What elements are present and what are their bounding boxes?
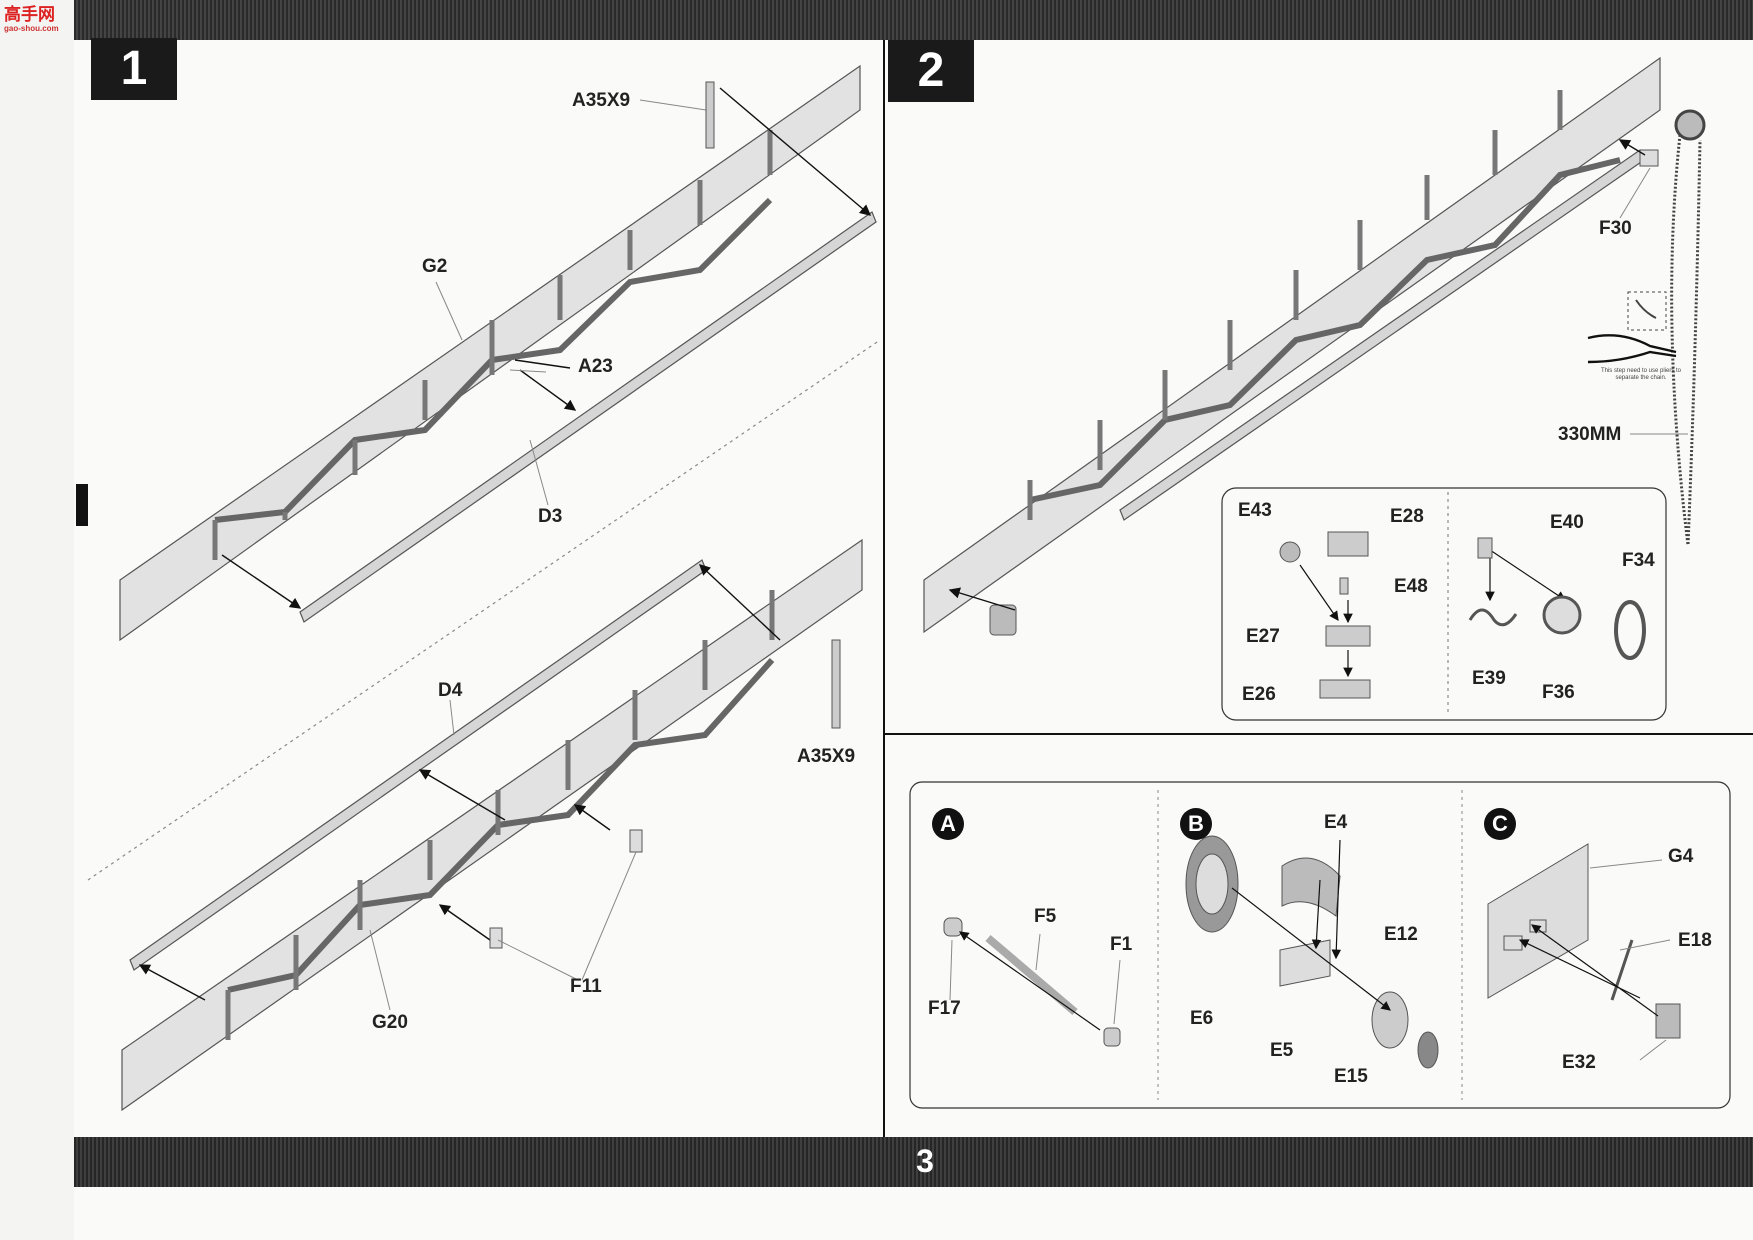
label-a35x9-top: A35X9 [572, 90, 631, 111]
label-e28: E28 [1390, 506, 1424, 527]
label-e39: E39 [1472, 668, 1506, 689]
subassembly-a-parts [943, 917, 1121, 1047]
label-e5: E5 [1270, 1040, 1294, 1061]
label-e18: E18 [1678, 930, 1712, 951]
label-a23: A23 [578, 356, 613, 377]
label-e32: E32 [1562, 1052, 1596, 1073]
subassembly-b-parts [1185, 835, 1439, 1069]
dotted-separator [87, 339, 881, 881]
label-330mm: 330MM [1558, 424, 1622, 445]
label-e27: E27 [1246, 626, 1280, 647]
step1-upper-struts [212, 130, 773, 560]
label-e40: E40 [1550, 512, 1584, 533]
subassembly-c-badge: C [1484, 808, 1516, 840]
label-e48: E48 [1394, 576, 1428, 597]
step-1-badge: 1 [91, 38, 177, 100]
label-e4: E4 [1324, 812, 1348, 833]
label-a35x9-bottom: A35X9 [797, 746, 856, 767]
label-d3: D3 [538, 506, 563, 527]
label-e6: E6 [1190, 1008, 1214, 1029]
label-f1: F1 [1110, 934, 1133, 955]
subassembly-box [909, 781, 1731, 1109]
bottom-band [74, 1137, 1753, 1187]
label-f36: F36 [1542, 682, 1575, 703]
step2-frame [923, 56, 1661, 634]
page-number: 3 [916, 1143, 934, 1179]
label-e12: E12 [1384, 924, 1418, 945]
label-d4: D4 [438, 680, 463, 701]
label-g4: G4 [1668, 846, 1694, 867]
subassembly-a-badge: A [932, 808, 964, 840]
step1-upper-frame [119, 64, 877, 642]
top-band [74, 0, 1753, 40]
motor-parts [1279, 531, 1371, 699]
label-f30: F30 [1599, 218, 1632, 239]
step2-chain [1670, 109, 1706, 546]
edge-mark [76, 484, 88, 526]
label-f11: F11 [570, 976, 602, 997]
chain-detail-box [1627, 291, 1667, 331]
label-e43: E43 [1238, 500, 1272, 521]
subassembly-c-parts [1487, 843, 1681, 1039]
step1-lower-frame [121, 538, 863, 1112]
pliers-icon [1587, 334, 1677, 364]
label-e26: E26 [1242, 684, 1276, 705]
watermark-logo: 高手网 gao-shou.com [4, 5, 59, 34]
detail-box [1221, 487, 1667, 721]
label-f17: F17 [928, 998, 961, 1019]
label-g2: G2 [422, 256, 448, 277]
label-f34: F34 [1622, 550, 1655, 571]
step-2-badge: 2 [888, 40, 974, 102]
label-g20: G20 [372, 1012, 408, 1033]
label-f5: F5 [1034, 906, 1057, 927]
pliers-note: This step need to use pliers to separate… [1600, 368, 1682, 381]
subassembly-b-badge: B [1180, 808, 1212, 840]
label-e15: E15 [1334, 1066, 1368, 1087]
